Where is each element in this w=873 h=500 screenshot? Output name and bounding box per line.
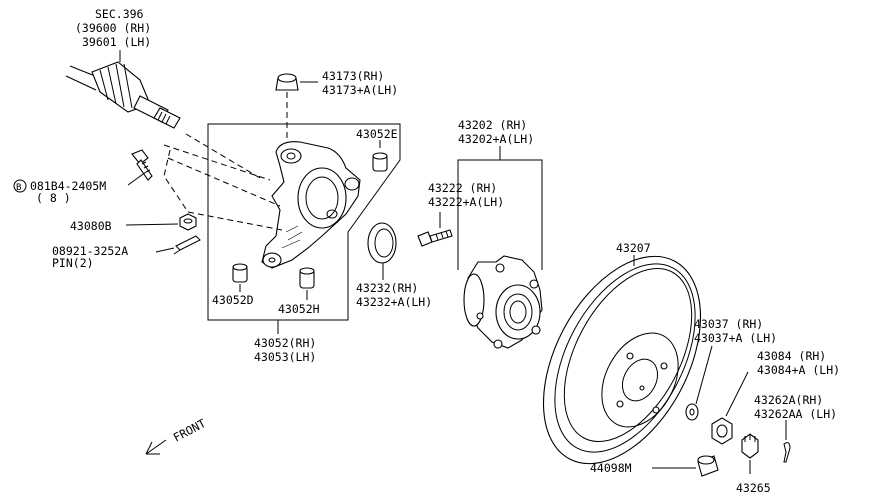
knuckle-group-frame <box>207 123 401 321</box>
cotter-pin-43262a <box>783 442 791 463</box>
p43080b-label: 43080B <box>70 219 112 233</box>
bolt-code-label: 081B4-2405M <box>30 179 106 193</box>
p43262-lh-label: 43262AA (LH) <box>754 407 837 421</box>
p43173-rh-label: 43173(RH) <box>322 69 384 83</box>
nut-43080b <box>179 213 197 231</box>
bolt-dash-1 <box>163 144 271 181</box>
p43037-lh-label: 43037+A (LH) <box>694 331 777 345</box>
pin-leader <box>155 247 175 253</box>
bushing-43052h <box>299 267 315 289</box>
bolt-081b4 <box>131 149 153 181</box>
p43037-rh-label: 43037 (RH) <box>694 317 763 331</box>
p43222-lh-label: 43222+A(LH) <box>428 195 504 209</box>
p43232-lh-label: 43232+A(LH) <box>356 295 432 309</box>
brake-disc-43207 <box>542 255 702 465</box>
p43232-rh-label: 43232(RH) <box>356 281 418 295</box>
sec-lh-label: 39601 (LH) <box>82 35 151 49</box>
p43084-rh-label: 43084 (RH) <box>757 349 826 363</box>
washer-43037 <box>685 403 699 421</box>
knuckle <box>261 141 361 269</box>
bolt-leader <box>127 171 147 186</box>
p43222-rh-label: 43222 (RH) <box>428 181 497 195</box>
shaft-dash <box>185 133 261 179</box>
bolt-qty-label: ( 8 ) <box>36 191 71 205</box>
bolt-circle-icon <box>13 179 27 193</box>
bushing-43173 <box>275 73 299 91</box>
pin-08921 <box>173 235 201 255</box>
bolt-b-label: B <box>16 183 21 193</box>
bolt-dash-2 <box>167 157 281 207</box>
p43265-label: 43265 <box>736 481 771 495</box>
hub-bracket <box>457 159 543 270</box>
nut-dash <box>187 211 283 231</box>
hub-assembly <box>463 255 543 349</box>
p43052e-label: 43052E <box>356 127 398 141</box>
p43052d-label: 43052D <box>212 293 254 307</box>
p43052h-label: 43052H <box>278 302 320 316</box>
nut-43084 <box>711 417 733 445</box>
p43202-lh-label: 43202+A(LH) <box>458 132 534 146</box>
p43202-rh-label: 43202 (RH) <box>458 118 527 132</box>
p43080b-leader <box>125 223 179 226</box>
pin-code-label: 08921-3252A <box>52 244 128 258</box>
p43037-leader <box>695 345 713 405</box>
p43173-lh-label: 43173+A(LH) <box>322 83 398 97</box>
pin-qty-label: PIN(2) <box>52 256 94 270</box>
bolt-dash-3 <box>163 149 189 213</box>
knuckle-lh-label: 43053(LH) <box>254 350 316 364</box>
front-arrow-icon <box>145 439 167 455</box>
p44098m-label: 44098M <box>590 461 632 475</box>
bushing-43052d <box>232 263 248 283</box>
sec-rh-label: (39600 (RH) <box>75 21 151 35</box>
p43084-leader <box>725 371 749 417</box>
drive-shaft <box>65 61 181 129</box>
nut-43265 <box>741 433 759 459</box>
plug-44098m <box>697 455 719 477</box>
knuckle-rh-label: 43052(RH) <box>254 336 316 350</box>
front-label: FRONT <box>171 416 208 445</box>
seal-43232 <box>367 222 397 264</box>
p43084-lh-label: 43084+A (LH) <box>757 363 840 377</box>
p43262-rh-label: 43262A(RH) <box>754 393 823 407</box>
bushing-43052e <box>372 152 388 172</box>
hub-bolt-43222 <box>417 229 453 247</box>
sec-label: SEC.396 <box>95 7 144 21</box>
p43207-label: 43207 <box>616 241 651 255</box>
